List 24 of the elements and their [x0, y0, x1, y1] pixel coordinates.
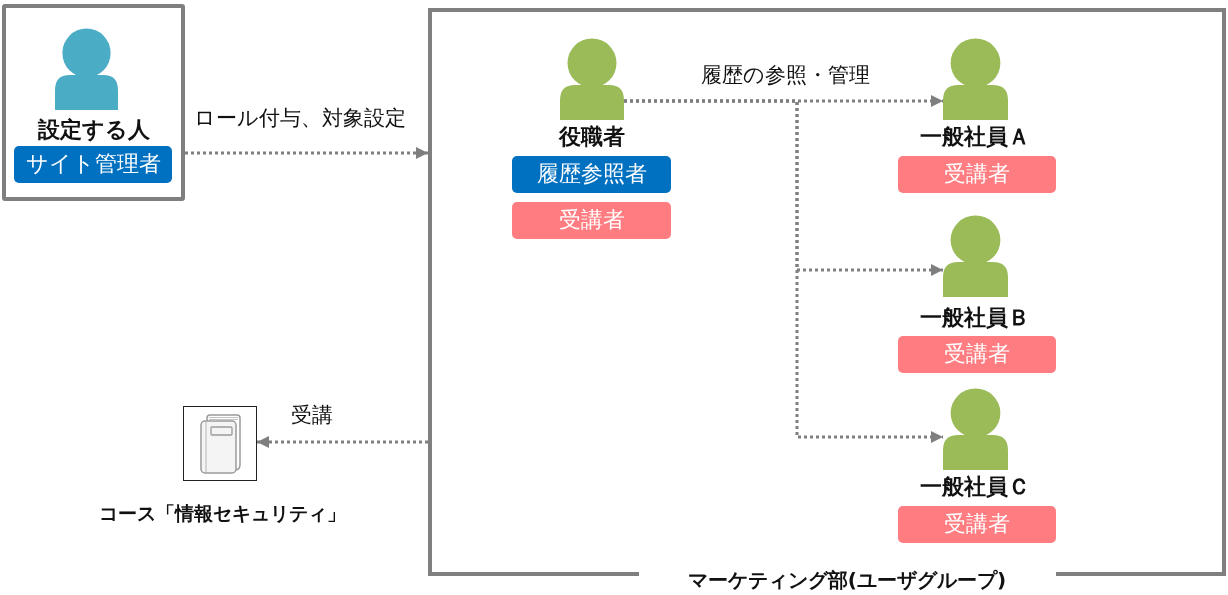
person-name: 一般社員Ａ — [920, 124, 1030, 150]
person-name: 一般社員Ｂ — [920, 305, 1030, 331]
person-name: 役職者 — [559, 124, 625, 150]
person-name: 一般社員Ｃ — [920, 474, 1030, 500]
arrow — [257, 436, 428, 448]
user-card — [2, 4, 185, 201]
person-icon — [560, 38, 624, 120]
arrow — [185, 147, 428, 159]
role-badge: 受講者 — [898, 336, 1056, 373]
role-badge: サイト管理者 — [14, 146, 172, 183]
edge-label: 受講 — [289, 402, 335, 428]
person-name: 設定する人 — [37, 117, 150, 143]
group-title: マーケティング部(ユーザグループ) — [687, 568, 1007, 592]
person-icon — [943, 215, 1008, 297]
person-icon — [943, 38, 1008, 120]
picture-caption: コース「情報セキュリティ」 — [98, 503, 346, 525]
role-badge: 受講者 — [898, 506, 1056, 543]
arrow — [624, 99, 943, 443]
book-icon — [183, 406, 257, 481]
role-badge: 履歴参照者 — [512, 156, 671, 193]
person-icon — [943, 388, 1008, 470]
role-badge: 受講者 — [898, 156, 1056, 193]
role-badge: 受講者 — [512, 202, 671, 239]
edge-label: 履歴の参照・管理 — [698, 62, 872, 88]
